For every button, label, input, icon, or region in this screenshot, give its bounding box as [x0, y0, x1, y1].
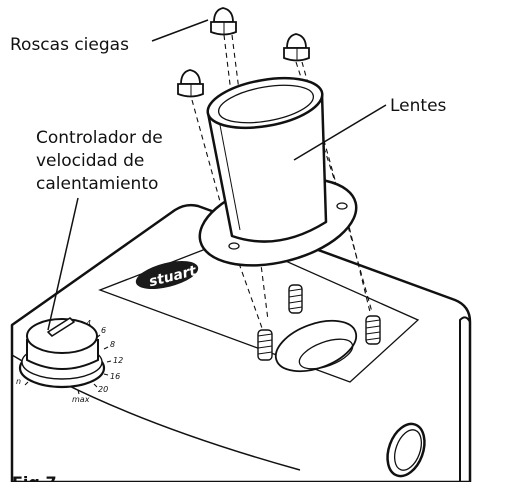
lens-mount-hole	[274, 319, 358, 373]
label-controller-line1: Controlador de	[36, 128, 163, 148]
threaded-stud-right	[365, 315, 381, 345]
threaded-stud-left	[257, 329, 273, 361]
blind-nut-top	[210, 7, 237, 36]
blind-nut-right	[283, 33, 310, 62]
dial-mark-20: 20	[98, 385, 108, 394]
blind-nut-left	[177, 69, 204, 98]
dial-mark-max: max	[72, 395, 90, 404]
flange-hole-left	[228, 242, 240, 250]
dial-mark-12: 12	[113, 356, 123, 365]
flange-hole-right	[336, 202, 348, 210]
label-controller-line2: velocidad de	[36, 151, 144, 171]
housing-side-edge	[459, 316, 471, 482]
lens-assembly	[198, 76, 358, 267]
label-lens: Lentes	[390, 96, 447, 116]
heat-rate-dial: 4 6 8 12 16 20 max n	[16, 317, 123, 404]
figure-caption: Fig 7	[12, 473, 57, 482]
leader-blind-nuts	[151, 19, 209, 42]
stuart-logo: stuart	[135, 261, 199, 290]
label-blind-nuts: Roscas ciegas	[10, 35, 129, 55]
dial-mark-8: 8	[110, 340, 115, 349]
dial-mark-6: 6	[101, 326, 106, 335]
leader-lens	[293, 104, 387, 161]
leader-lines	[47, 19, 387, 331]
label-controller-line3: calentamiento	[36, 174, 158, 194]
dial-mark-16: 16	[110, 372, 120, 381]
dial-mark-min: n	[16, 377, 21, 386]
side-port	[386, 422, 426, 478]
leader-controller	[47, 197, 79, 331]
dial-mark-4: 4	[86, 319, 91, 328]
threaded-stud-center	[288, 284, 303, 314]
